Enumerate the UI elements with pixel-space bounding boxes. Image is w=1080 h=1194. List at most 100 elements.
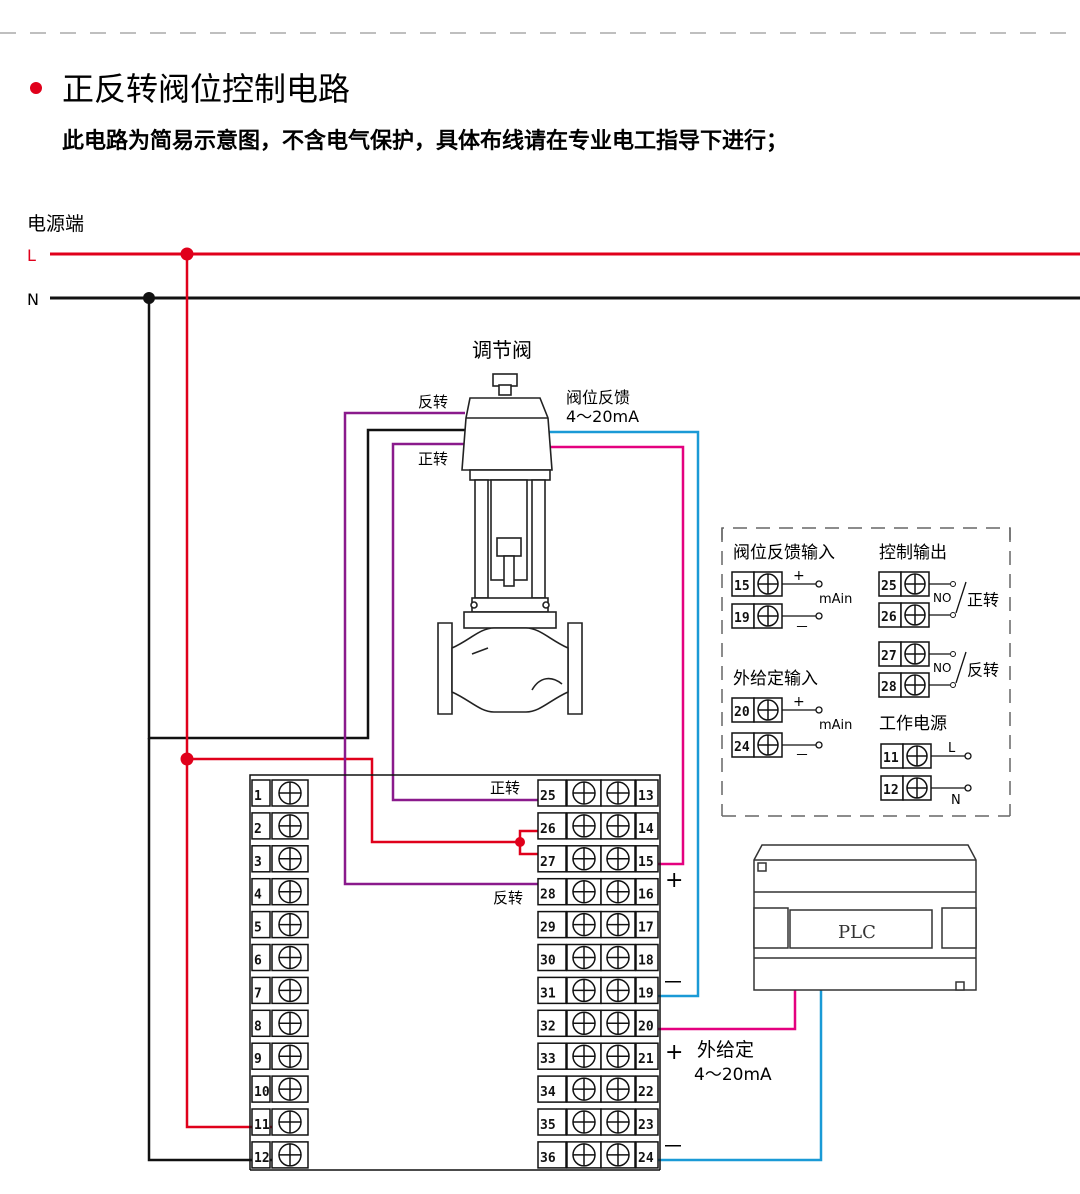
power-source-label: 电源端 (27, 213, 84, 235)
mid-terminal: 30 18 (537, 943, 659, 972)
neutral-wiring (147, 298, 470, 1162)
legend-terminal: 28 (878, 672, 930, 698)
valve-forward-label: 正转 (418, 450, 448, 468)
legend-feedback-input: 阀位反馈输入 (733, 543, 835, 563)
legend-output-label: 反转 (967, 661, 999, 680)
legend-terminal-number: 25 (881, 579, 897, 594)
l-junction-dot-2 (180, 752, 194, 766)
legend-minus: － (795, 620, 809, 636)
left-terminal: 8 (251, 1009, 309, 1038)
terminal-number: 22 (638, 1085, 654, 1100)
motor-wiring (343, 411, 575, 886)
legend-control-output: 控制输出 (879, 543, 947, 563)
mid-terminal: 35 23 (537, 1108, 659, 1136)
mid-terminal: 36 24 (537, 1141, 659, 1169)
line-n-label: N (27, 290, 39, 309)
left-terminal: 9 (251, 1042, 309, 1070)
legend-terminal-number: 11 (883, 751, 899, 766)
terminal-number: 23 (638, 1118, 654, 1133)
left-terminal: 2 (251, 812, 309, 840)
terminal-number: 20 (638, 1019, 654, 1034)
legend-terminal-number: 24 (734, 740, 750, 755)
terminal-number: 30 (540, 954, 556, 969)
legend-terminal: 12 (880, 775, 932, 801)
plc-label: PLC (838, 922, 876, 943)
terminal-number: 13 (638, 789, 654, 804)
terminal-number: 2 (254, 822, 262, 837)
legend-terminal-number: 15 (734, 579, 750, 594)
legend-terminal: 15 (731, 571, 783, 597)
terminal-number: 3 (254, 855, 262, 870)
terminal-number: 24 (638, 1151, 654, 1166)
terminal-number: 16 (638, 888, 654, 903)
terminal-number: 9 (254, 1052, 262, 1067)
legend-terminal-number: 26 (881, 610, 897, 625)
ext-setpoint-label: 外给定 (697, 1039, 754, 1061)
terminal-number: 5 (254, 921, 262, 936)
legend-terminal-number: 19 (734, 611, 750, 626)
bullet-dot (30, 82, 42, 94)
left-terminal: 1 (251, 779, 309, 807)
terminal-number: 14 (638, 822, 654, 837)
terminal-number: 11 (254, 1118, 270, 1133)
legend-plus: + (793, 568, 805, 584)
terminal-number: 28 (540, 888, 556, 903)
terminal-number: 35 (540, 1118, 556, 1133)
n-junction-dot (143, 292, 155, 304)
legend-terminal: 20 (731, 697, 783, 723)
legend-ext-input: 外给定输入 (733, 669, 818, 689)
mid-terminal: 29 17 (537, 910, 659, 939)
terminal-number: 27 (540, 855, 556, 870)
page-subtitle: 此电路为简易示意图，不含电气保护，具体布线请在专业电工指导下进行； (62, 128, 788, 154)
legend-power-supply: 工作电源 (879, 714, 947, 734)
legend-terminal-number: 20 (734, 705, 750, 720)
left-terminal: 12 (251, 1141, 309, 1169)
page-title: 正反转阀位控制电路 (62, 70, 350, 108)
legend-terminal: 27 (878, 641, 930, 667)
left-terminal: 7 (251, 976, 309, 1005)
terminal-number: 12 (254, 1151, 270, 1166)
legend-terminal: 25 (878, 571, 930, 597)
terminal-number: 29 (540, 921, 556, 936)
controller-forward-label: 正转 (490, 779, 520, 797)
terminal-number: 10 (254, 1085, 270, 1100)
legend-terminal-number: 28 (881, 680, 897, 695)
legend-n: N (951, 793, 961, 808)
ext-setpoint-range: 4～20mA (694, 1065, 772, 1085)
legend-unit: mAin (819, 592, 852, 607)
valve-title: 调节阀 (472, 338, 532, 362)
left-terminal: 10 (251, 1075, 309, 1103)
legend-minus: － (795, 748, 809, 764)
ext-minus-sign: － (662, 1135, 684, 1160)
mid-terminal: 34 22 (537, 1075, 659, 1103)
legend-terminal: 11 (880, 743, 932, 769)
valve-reverse-label: 反转 (418, 393, 448, 411)
controller-reverse-label: 反转 (493, 889, 523, 907)
terminal-number: 31 (540, 986, 556, 1001)
terminal-number: 33 (540, 1052, 556, 1067)
feedback-plus-sign: + (665, 868, 683, 893)
legend-plus: + (793, 694, 805, 710)
mid-terminal: 28 16 (537, 877, 659, 906)
legend-terminal: 19 (731, 603, 783, 629)
legend-output-label: 正转 (967, 591, 999, 610)
plc-device (753, 844, 977, 991)
l-junction-dot (180, 247, 194, 261)
terminal-number: 7 (254, 986, 262, 1001)
terminal-number: 17 (638, 921, 654, 936)
valve-feedback-title: 阀位反馈 (566, 388, 630, 407)
legend-l: L (948, 741, 956, 756)
signal-minus-wiring (545, 430, 823, 1162)
l-junction-dot-3 (515, 837, 525, 847)
legend-terminal: 26 (878, 602, 930, 628)
control-valve-drawing (437, 373, 583, 715)
terminal-number: 34 (540, 1085, 556, 1100)
terminal-number: 36 (540, 1151, 556, 1166)
terminal-number: 18 (638, 954, 654, 969)
